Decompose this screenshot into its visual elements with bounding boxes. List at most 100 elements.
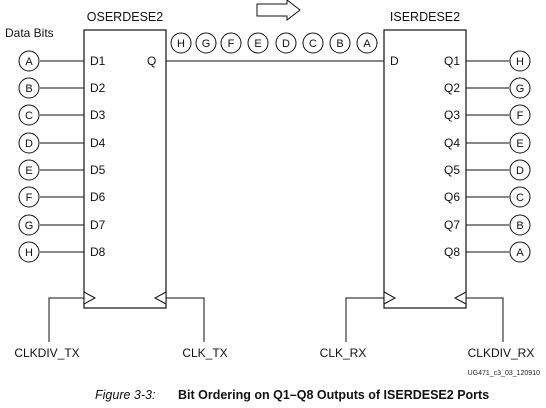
right-output-row: C Q6	[444, 186, 531, 208]
bit-circle	[18, 132, 40, 154]
port-label: Q2	[444, 81, 460, 95]
clock-triangle-icon	[83, 291, 97, 305]
port-label: Q6	[444, 190, 460, 204]
figure-caption: Bit Ordering on Q1–Q8 Outputs of ISERDES…	[178, 388, 489, 402]
left-input-row: D D4	[18, 132, 106, 154]
port-label: Q8	[444, 245, 460, 259]
bit-circle	[18, 104, 40, 126]
left-input-row: G D7	[18, 214, 106, 236]
bit-label: E	[516, 138, 523, 150]
figure-number: Figure 3-3:	[95, 388, 155, 402]
oserdese2-q-port: Q	[147, 54, 156, 68]
serial-bit-label: A	[363, 38, 371, 50]
bit-label: E	[25, 165, 32, 177]
left-input-row: A D1	[18, 50, 106, 72]
port-label: D6	[90, 190, 106, 204]
bit-circle	[18, 214, 40, 236]
bit-label: A	[25, 56, 33, 68]
bit-label: D	[516, 165, 524, 177]
serial-bit: C	[302, 32, 324, 54]
right-output-row: E Q4	[444, 132, 531, 154]
clk-tx-input: CLK_TX	[153, 291, 228, 360]
bit-label: C	[516, 192, 524, 204]
iserdese2-title: ISERDESE2	[390, 10, 460, 24]
bit-circle	[509, 104, 531, 126]
clk-rx-input: CLK_RX	[320, 291, 397, 360]
port-label: D3	[90, 108, 106, 122]
right-output-row: A Q8	[444, 241, 531, 263]
serial-bit-list: H G F E D C B A	[170, 32, 378, 54]
clock-triangle-icon	[453, 291, 467, 305]
iserdese2-d-port: D	[390, 54, 399, 68]
bit-circle	[509, 186, 531, 208]
right-output-list: H Q1 G Q2 F Q3 E Q4 D Q5	[444, 50, 531, 263]
serial-bit-label: E	[254, 38, 261, 50]
bit-label: B	[516, 220, 523, 232]
bit-label: H	[516, 56, 524, 68]
serial-bit-label: H	[177, 38, 185, 50]
bit-label: G	[516, 83, 525, 95]
port-label: Q4	[444, 136, 460, 150]
port-label: D2	[90, 81, 106, 95]
port-label: Q1	[444, 54, 460, 68]
port-label: Q3	[444, 108, 460, 122]
serial-bit-label: B	[336, 38, 343, 50]
right-output-row: D Q5	[444, 159, 531, 181]
port-label: D4	[90, 136, 106, 150]
serial-bit-label: D	[282, 38, 290, 50]
clkdiv-tx-label: CLKDIV_TX	[14, 346, 79, 360]
bit-circle	[18, 159, 40, 181]
port-label: Q7	[444, 218, 460, 232]
clk-tx-wire	[166, 297, 205, 342]
port-label: D5	[90, 163, 106, 177]
bit-circle	[18, 186, 40, 208]
clk-tx-label: CLK_TX	[182, 346, 227, 360]
bit-label: C	[25, 110, 33, 122]
serial-bit: G	[195, 32, 217, 54]
serial-bit-label: F	[228, 38, 235, 50]
clkdiv-tx-wire	[48, 297, 84, 342]
left-input-row: C D3	[18, 104, 106, 126]
clk-rx-wire	[345, 297, 384, 342]
bit-label: D	[25, 138, 33, 150]
serial-bit: E	[247, 32, 269, 54]
right-output-row: H Q1	[444, 50, 531, 72]
left-input-row: H D8	[18, 241, 106, 263]
clkdiv-rx-label: CLKDIV_RX	[468, 346, 535, 360]
clkdiv-tx-input: CLKDIV_TX	[14, 291, 97, 360]
port-label: D1	[90, 54, 106, 68]
bit-circle	[18, 241, 40, 263]
serial-bit: B	[329, 32, 351, 54]
serial-bit: F	[220, 32, 242, 54]
direction-arrow-icon	[256, 0, 301, 22]
clkdiv-rx-wire	[466, 297, 504, 342]
bit-circle	[509, 77, 531, 99]
left-input-list: A D1 B D2 C D3 D D4 E D5	[18, 50, 106, 263]
right-output-row: G Q2	[444, 77, 531, 99]
bit-circle	[509, 159, 531, 181]
data-bits-label: Data Bits	[5, 26, 54, 40]
oserdese2-block	[83, 29, 167, 309]
left-input-row: B D2	[18, 77, 106, 99]
bit-circle	[509, 50, 531, 72]
iserdese2-block	[383, 29, 467, 309]
bit-label: G	[25, 220, 34, 232]
clkdiv-rx-input: CLKDIV_RX	[453, 291, 535, 360]
port-label: Q5	[444, 163, 460, 177]
left-input-row: F D6	[18, 186, 106, 208]
serial-bit-label: C	[309, 38, 317, 50]
bit-label: F	[26, 192, 33, 204]
port-label: D7	[90, 218, 106, 232]
left-input-row: E D5	[18, 159, 106, 181]
clk-rx-label: CLK_RX	[320, 346, 367, 360]
bit-label: H	[25, 247, 33, 259]
bit-circle	[509, 132, 531, 154]
serial-bit-label: G	[202, 38, 211, 50]
right-output-row: F Q3	[444, 104, 531, 126]
bit-label: A	[516, 247, 524, 259]
bit-circle	[18, 50, 40, 72]
bit-label: B	[25, 83, 32, 95]
bit-circle	[509, 214, 531, 236]
right-output-row: B Q7	[444, 214, 531, 236]
